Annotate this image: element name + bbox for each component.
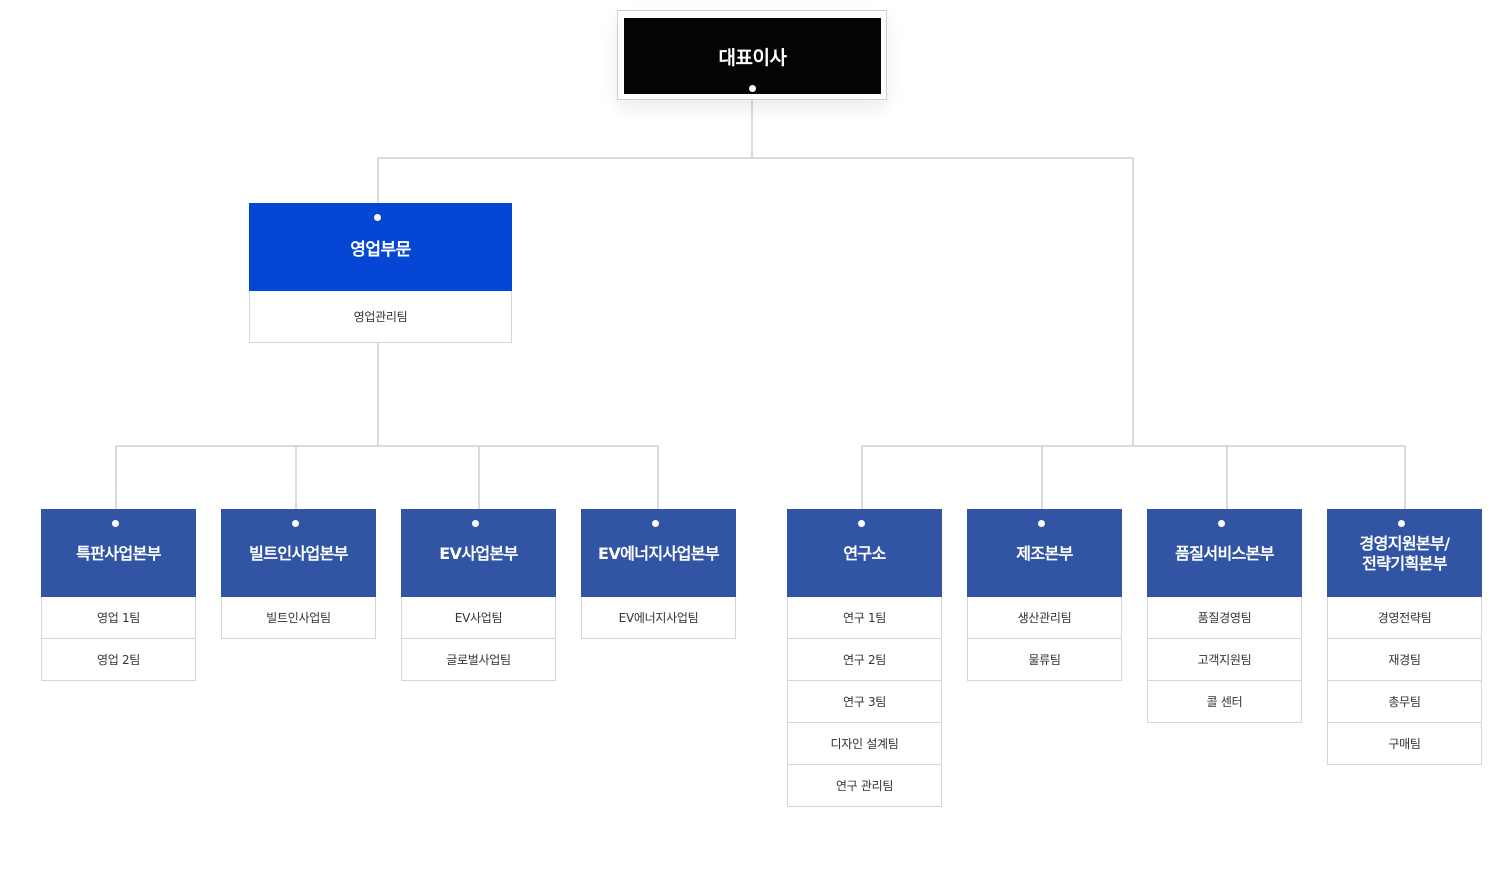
- sales-division: 영업부문 영업관리팀: [249, 203, 512, 343]
- team-item: 재경팀: [1327, 639, 1482, 681]
- division-header: 빌트인사업본부: [221, 509, 376, 597]
- team-item: 구매팀: [1327, 723, 1482, 765]
- team-item: 물류팀: [967, 639, 1122, 681]
- division-title: EV에너지사업본부: [598, 544, 720, 563]
- sales-title: 영업부문: [350, 239, 411, 260]
- division-title: 제조본부: [1016, 544, 1073, 563]
- ceo-title: 대표이사: [718, 46, 787, 69]
- connector-dot: [1398, 520, 1405, 527]
- ceo-header: 대표이사: [624, 18, 881, 94]
- connector-dot: [374, 214, 381, 221]
- sales-team: 영업관리팀: [249, 291, 512, 343]
- division-card: 특판사업본부 영업 1팀 영업 2팀: [41, 509, 196, 681]
- division-header: 품질서비스본부: [1147, 509, 1302, 597]
- division-card: 제조본부 생산관리팀 물류팀: [967, 509, 1122, 681]
- team-item: 빌트인사업팀: [221, 597, 376, 639]
- team-item: 디자인 설계팀: [787, 723, 942, 765]
- team-item: 생산관리팀: [967, 597, 1122, 639]
- division-card: EV에너지사업본부 EV에너지사업팀: [581, 509, 736, 639]
- division-header: 특판사업본부: [41, 509, 196, 597]
- division-title: 경영지원본부/ 전략기획본부: [1359, 534, 1451, 573]
- connector-dot: [749, 85, 756, 92]
- connector-dot: [1038, 520, 1045, 527]
- division-header: 경영지원본부/ 전략기획본부: [1327, 509, 1482, 597]
- team-item: 품질경영팀: [1147, 597, 1302, 639]
- sales-header: 영업부문: [249, 203, 512, 291]
- team-item: 총무팀: [1327, 681, 1482, 723]
- team-item: 영업 1팀: [41, 597, 196, 639]
- team-item: 경영전략팀: [1327, 597, 1482, 639]
- division-card: EV사업본부 EV사업팀 글로벌사업팀: [401, 509, 556, 681]
- connector-dot: [292, 520, 299, 527]
- team-item: 콜 센터: [1147, 681, 1302, 723]
- division-header: EV사업본부: [401, 509, 556, 597]
- connector-dot: [112, 520, 119, 527]
- connector-dot: [652, 520, 659, 527]
- team-item: EV사업팀: [401, 597, 556, 639]
- division-title: 특판사업본부: [76, 544, 161, 563]
- team-item: 연구 1팀: [787, 597, 942, 639]
- division-title: 빌트인사업본부: [249, 544, 348, 563]
- division-title: EV사업본부: [439, 544, 518, 563]
- division-card: 빌트인사업본부 빌트인사업팀: [221, 509, 376, 639]
- division-header: EV에너지사업본부: [581, 509, 736, 597]
- connector-dot: [1218, 520, 1225, 527]
- division-title: 연구소: [843, 544, 886, 563]
- division-header: 연구소: [787, 509, 942, 597]
- team-item: 글로벌사업팀: [401, 639, 556, 681]
- team-item: EV에너지사업팀: [581, 597, 736, 639]
- ceo-box: 대표이사: [617, 10, 887, 100]
- team-item: 연구 2팀: [787, 639, 942, 681]
- division-title: 품질서비스본부: [1175, 544, 1274, 563]
- team-item: 연구 3팀: [787, 681, 942, 723]
- division-card: 경영지원본부/ 전략기획본부 경영전략팀 재경팀 총무팀 구매팀: [1327, 509, 1482, 765]
- connector-dot: [858, 520, 865, 527]
- team-item: 연구 관리팀: [787, 765, 942, 807]
- connector-dot: [472, 520, 479, 527]
- division-header: 제조본부: [967, 509, 1122, 597]
- division-card: 연구소 연구 1팀 연구 2팀 연구 3팀 디자인 설계팀 연구 관리팀: [787, 509, 942, 807]
- team-item: 고객지원팀: [1147, 639, 1302, 681]
- division-card: 품질서비스본부 품질경영팀 고객지원팀 콜 센터: [1147, 509, 1302, 723]
- team-item: 영업 2팀: [41, 639, 196, 681]
